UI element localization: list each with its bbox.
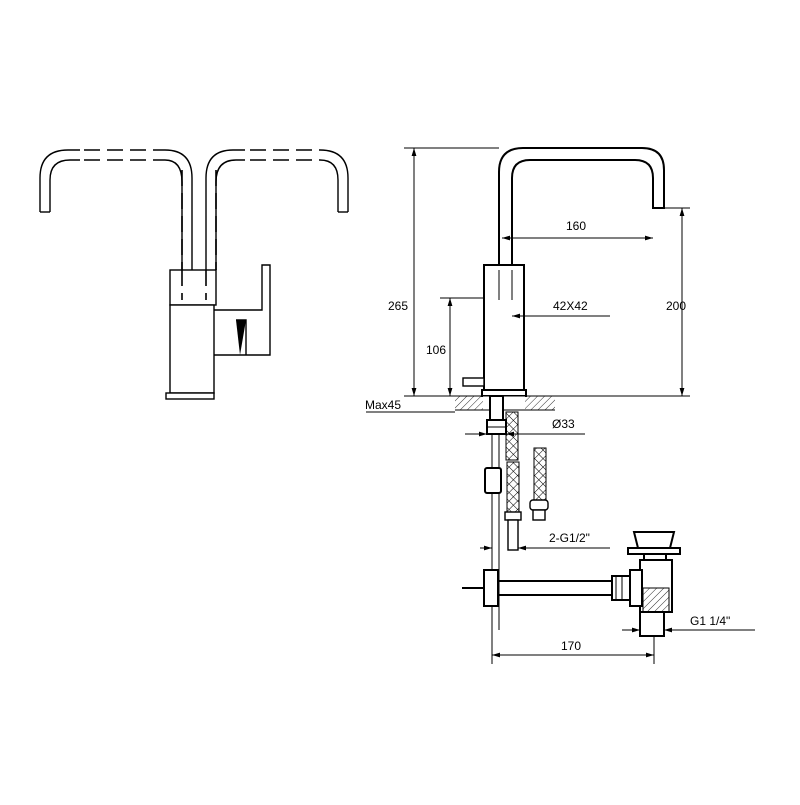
faucet-body-front [165,269,217,400]
dim-overall-height: 265 [388,299,408,313]
deck-section [455,395,555,411]
lever-handle-front [214,264,271,356]
spout-swivel-range [39,149,349,270]
dim-supply-connection: 2-G1/2" [549,531,590,545]
dimension-labels: 160 265 200 42X42 106 Max45 Ø33 2-G1/2" … [365,219,730,653]
dim-max-deck-thickness: Max45 [365,398,401,412]
front-view [39,149,349,400]
mounting-shank [486,395,507,435]
side-view: 160 265 200 42X42 106 Max45 Ø33 2-G1/2" … [365,147,755,664]
dim-waste-connection: G1 1/4" [690,614,730,628]
faucet-body-side [462,264,527,397]
waste-assembly [462,531,681,637]
spout-side [498,147,665,265]
dim-spout-reach: 160 [566,219,586,233]
dimension-lines [366,147,755,664]
dim-waste-offset: 170 [561,639,581,653]
dim-outlet-height: 200 [666,299,686,313]
dim-body-size: 42X42 [553,299,588,313]
dim-mounting-hole: Ø33 [552,417,575,431]
dim-body-height: 106 [426,343,446,357]
